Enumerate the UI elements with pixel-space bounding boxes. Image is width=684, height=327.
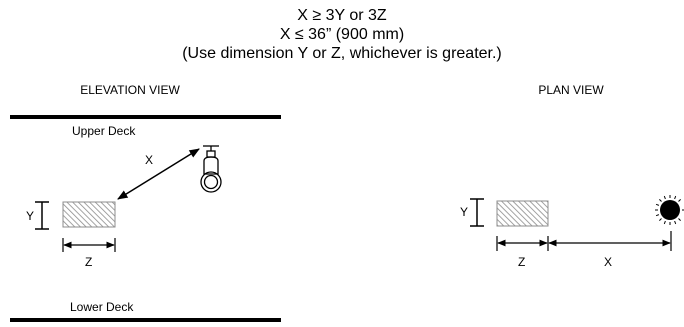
radiating-light-icon xyxy=(655,195,684,225)
pendant-light-icon xyxy=(200,145,222,193)
obstruction-box-plan xyxy=(496,200,549,227)
formula-line-2: X ≤ 36” (900 mm) xyxy=(280,26,404,43)
dimension-z-label: Z xyxy=(85,255,92,269)
dimension-x-line xyxy=(117,148,200,200)
lower-deck-label: Lower Deck xyxy=(70,300,134,314)
plan-dimension-y-label: Y xyxy=(460,205,468,219)
formula-line-1: X ≥ 3Y or 3Z xyxy=(297,7,387,24)
formula-line-3: (Use dimension Y or Z, whichever is grea… xyxy=(182,45,502,62)
plan-dimension-z-label: Z xyxy=(518,255,525,269)
upper-deck-label: Upper Deck xyxy=(72,124,136,138)
dimension-x-label: X xyxy=(145,153,153,167)
plan-view-title: PLAN VIEW xyxy=(538,83,604,97)
elevation-view: ELEVATION VIEW Upper Deck Lower Deck Y Z… xyxy=(10,83,281,322)
plan-dimension-x-label: X xyxy=(604,255,612,269)
dimension-y-label: Y xyxy=(26,209,34,223)
obstruction-box xyxy=(62,201,116,228)
elevation-view-title: ELEVATION VIEW xyxy=(80,83,180,97)
plan-view: PLAN VIEW Y Z X xyxy=(460,83,684,269)
